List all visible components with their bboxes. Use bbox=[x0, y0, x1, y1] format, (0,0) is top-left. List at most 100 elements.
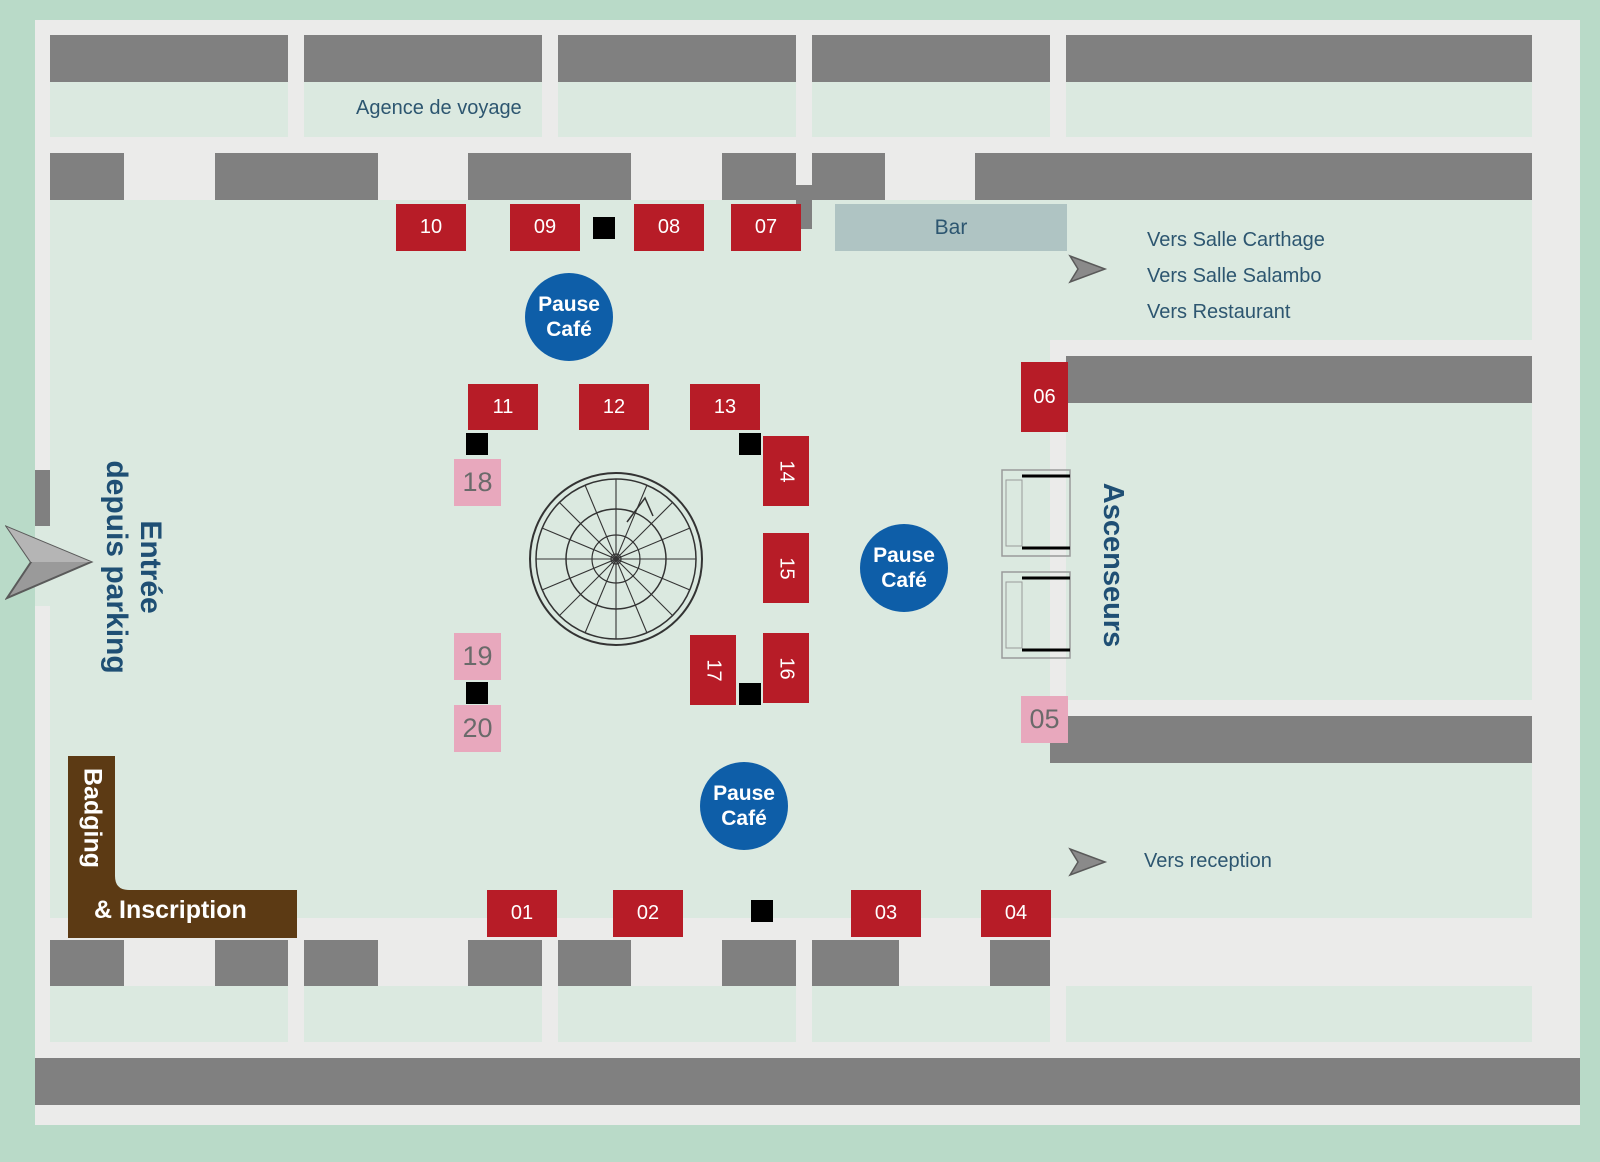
vers-salambo-label: Vers Salle Salambo bbox=[1147, 265, 1322, 287]
inscription-label: & Inscription bbox=[94, 896, 247, 924]
booth-18[interactable]: 18 bbox=[454, 459, 501, 506]
direction-arrow-icon bbox=[1068, 847, 1108, 877]
wall-block bbox=[468, 153, 631, 200]
wall-bottom-outer bbox=[35, 1058, 1580, 1105]
pause-cafe-label: Pause Café bbox=[713, 782, 775, 830]
booth-number: 12 bbox=[602, 395, 626, 418]
booth-number: 09 bbox=[533, 216, 557, 238]
wall-block bbox=[1066, 35, 1532, 82]
booth-number: 02 bbox=[636, 902, 660, 924]
booth-04[interactable]: 04 bbox=[981, 890, 1051, 937]
wall-block bbox=[1066, 356, 1532, 403]
booth-08[interactable]: 08 bbox=[634, 204, 704, 251]
entrance-label-line2: depuis parking bbox=[100, 460, 133, 674]
vers-restaurant-label: Vers Restaurant bbox=[1147, 301, 1291, 323]
elevator-icon bbox=[1001, 571, 1071, 659]
booth-09[interactable]: 09 bbox=[510, 204, 580, 251]
wall-block bbox=[990, 940, 1050, 986]
booth-16[interactable]: 16 bbox=[763, 633, 809, 703]
wall-block bbox=[50, 153, 124, 200]
divider bbox=[1050, 924, 1066, 1044]
booth-number: 10 bbox=[419, 216, 443, 238]
wall-block bbox=[468, 940, 542, 986]
divider bbox=[796, 924, 812, 1044]
wall-block bbox=[50, 940, 124, 986]
booth-05[interactable]: 05 bbox=[1021, 696, 1068, 743]
booth-11[interactable]: 11 bbox=[468, 384, 538, 430]
wall-block bbox=[812, 35, 1050, 82]
fountain-icon bbox=[529, 472, 703, 646]
divider bbox=[1050, 20, 1066, 138]
booth-number: 07 bbox=[754, 216, 778, 238]
booth-15[interactable]: 15 bbox=[763, 533, 809, 603]
divider bbox=[50, 924, 1532, 940]
wall-block bbox=[50, 35, 288, 82]
booth-number: 04 bbox=[1004, 902, 1028, 924]
bar-area[interactable]: Bar bbox=[835, 204, 1067, 251]
wall-block bbox=[215, 153, 378, 200]
wall-block bbox=[215, 940, 288, 986]
entrance-label-line1: Entrée bbox=[134, 520, 167, 614]
bar-label: Bar bbox=[934, 215, 968, 239]
booth-number: 18 bbox=[462, 467, 493, 497]
booth-number: 14 bbox=[775, 459, 798, 483]
divider bbox=[1050, 340, 1066, 710]
direction-arrow-icon bbox=[1068, 254, 1108, 284]
entrance-label: Entrée depuis parking bbox=[98, 460, 168, 674]
booth-number: 11 bbox=[492, 395, 514, 418]
pillar-icon bbox=[593, 217, 615, 239]
badging-label: Badging bbox=[78, 768, 107, 868]
booth-number: 20 bbox=[462, 713, 493, 743]
agence-voyage-label: Agence de voyage bbox=[356, 97, 522, 119]
pause-cafe-label: Pause Café bbox=[538, 293, 600, 341]
wall-block bbox=[558, 940, 631, 986]
elevator-icon bbox=[1001, 469, 1071, 557]
wall-block bbox=[558, 35, 796, 82]
booth-number: 06 bbox=[1033, 385, 1056, 408]
booth-01[interactable]: 01 bbox=[487, 890, 557, 937]
divider bbox=[542, 20, 558, 138]
wall-block bbox=[812, 940, 899, 986]
booth-13[interactable]: 13 bbox=[690, 384, 760, 430]
pause-cafe-right[interactable]: Pause Café bbox=[860, 524, 948, 612]
booth-19[interactable]: 19 bbox=[454, 633, 501, 680]
pause-cafe-bottom[interactable]: Pause Café bbox=[700, 762, 788, 850]
ascenseurs-label: Ascenseurs bbox=[1097, 482, 1129, 648]
wall-block bbox=[304, 940, 378, 986]
badging-desk-shape bbox=[68, 756, 297, 938]
wall-block bbox=[304, 35, 542, 82]
booth-02[interactable]: 02 bbox=[613, 890, 683, 937]
booth-07[interactable]: 07 bbox=[731, 204, 801, 251]
divider bbox=[1066, 340, 1532, 356]
booth-20[interactable]: 20 bbox=[454, 705, 501, 752]
booth-number: 13 bbox=[713, 395, 737, 418]
booth-03[interactable]: 03 bbox=[851, 890, 921, 937]
booth-number: 08 bbox=[657, 216, 681, 238]
ascenseurs-label-wrap: Ascenseurs bbox=[1095, 482, 1131, 648]
booth-10[interactable]: 10 bbox=[396, 204, 466, 251]
booth-17[interactable]: 17 bbox=[690, 635, 736, 705]
pillar-icon bbox=[466, 682, 488, 704]
booth-number: 16 bbox=[775, 656, 798, 680]
booth-number: 15 bbox=[775, 556, 798, 580]
divider bbox=[288, 20, 304, 138]
wall-block bbox=[722, 940, 796, 986]
badging-inscription-desk[interactable]: Badging & Inscription bbox=[68, 756, 297, 938]
floor-elevator-lobby bbox=[1067, 405, 1532, 700]
vers-reception-label: Vers reception bbox=[1144, 850, 1272, 872]
booth-number: 03 bbox=[874, 902, 898, 924]
booth-06[interactable]: 06 bbox=[1021, 362, 1068, 432]
booth-12[interactable]: 12 bbox=[579, 384, 649, 430]
wall-block bbox=[975, 153, 1532, 200]
floor-top-corridor bbox=[50, 82, 1532, 137]
pause-cafe-top[interactable]: Pause Café bbox=[525, 273, 613, 361]
booth-number: 01 bbox=[510, 902, 534, 924]
vers-carthage-label: Vers Salle Carthage bbox=[1147, 229, 1325, 251]
booth-14[interactable]: 14 bbox=[763, 436, 809, 506]
pillar-icon bbox=[739, 433, 761, 455]
divider bbox=[50, 138, 1532, 154]
entrance-door-jamb bbox=[35, 470, 50, 526]
divider bbox=[796, 20, 812, 138]
pillar-icon bbox=[739, 683, 761, 705]
pillar-icon bbox=[466, 433, 488, 455]
